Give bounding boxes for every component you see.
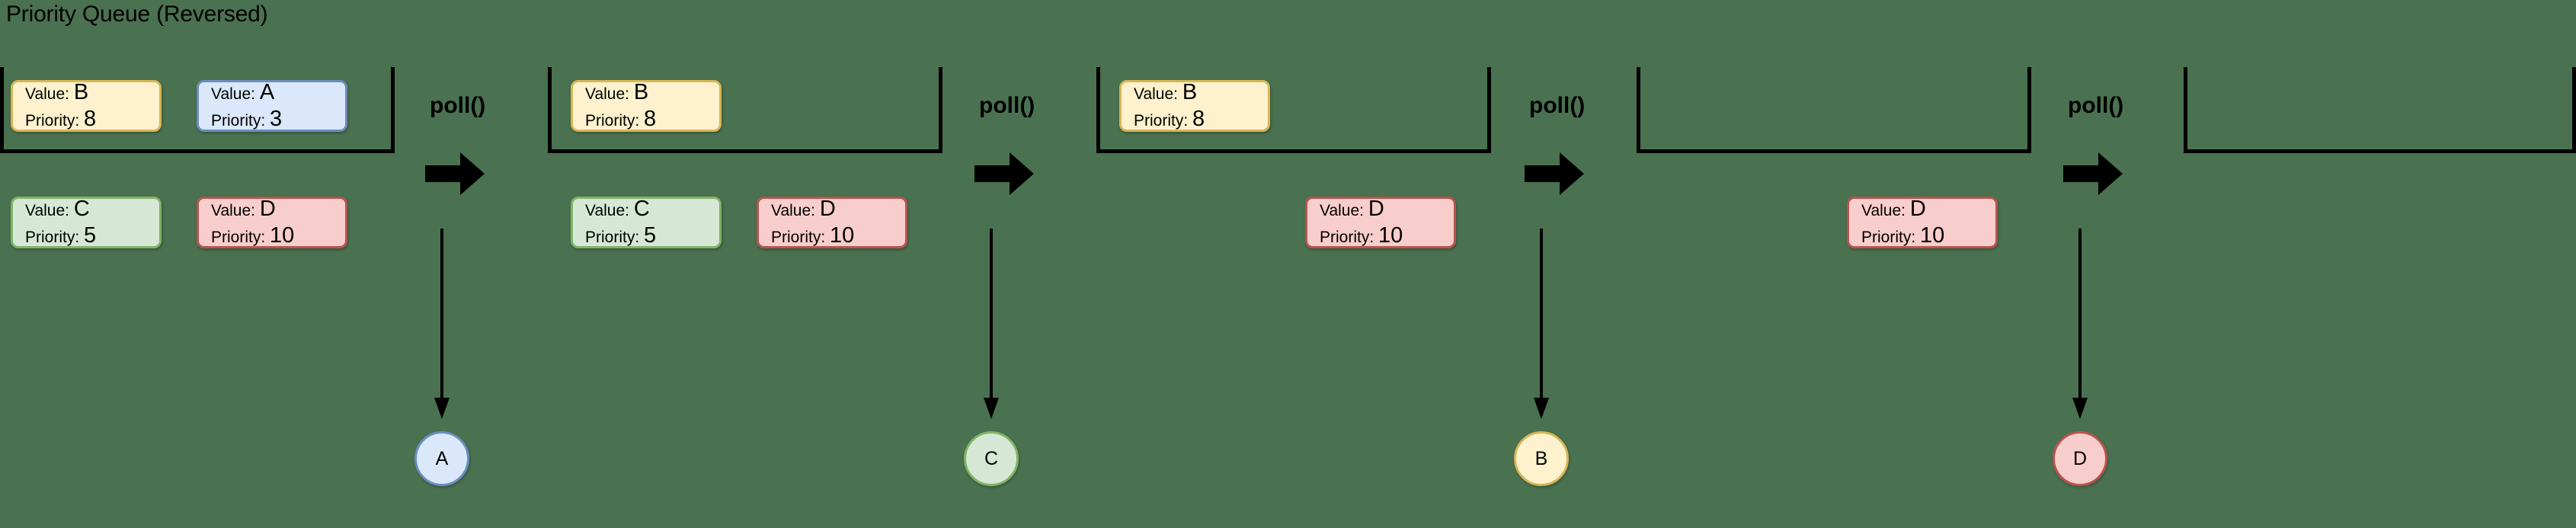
value-label: Value: (1320, 202, 1364, 219)
priority-text: 10 (830, 223, 855, 248)
priority-text: 5 (644, 223, 657, 248)
value-label: Value: (1134, 85, 1178, 103)
circle-label: A (435, 447, 449, 469)
circle-label: C (984, 447, 999, 469)
node-value-line: Value: D (771, 198, 905, 220)
queue-node-d-stage-4[interactable]: Value: D Priority: 10 (1847, 197, 1998, 248)
poll-arrow-down-1 (434, 229, 450, 419)
priority-label: Priority: (25, 112, 80, 130)
priority-text: 8 (1192, 107, 1205, 131)
poll-result-circle-b[interactable]: B (1514, 431, 1569, 486)
poll-result-circle-d[interactable]: D (2053, 431, 2107, 486)
value-text: C (633, 197, 650, 221)
node-priority-line: Priority: 10 (771, 225, 905, 247)
value-label: Value: (211, 202, 255, 219)
value-label: Value: (211, 85, 255, 103)
node-value-line: Value: D (1861, 198, 1995, 220)
value-text: B (1182, 80, 1198, 104)
poll-result-circle-a[interactable]: A (414, 431, 469, 486)
circle-label: B (1534, 447, 1548, 469)
node-value-line: Value: D (1320, 198, 1454, 220)
poll-arrow-right-1 (425, 152, 485, 195)
node-priority-line: Priority: 8 (25, 108, 159, 130)
priority-label: Priority: (585, 112, 640, 130)
value-label: Value: (1861, 202, 1906, 219)
node-value-line: Value: C (585, 198, 719, 220)
value-label: Value: (585, 85, 629, 103)
priority-text: 5 (84, 223, 97, 248)
queue-node-c-stage-1[interactable]: Value: C Priority: 5 (11, 197, 162, 248)
priority-label: Priority: (1320, 229, 1374, 246)
circle-label: D (2072, 447, 2088, 469)
node-value-line: Value: C (25, 198, 159, 220)
value-text: D (1909, 197, 1926, 221)
queue-container-stage-4 (1637, 67, 2031, 153)
node-priority-line: Priority: 8 (585, 108, 719, 130)
priority-text: 3 (270, 107, 283, 131)
queue-container-stage-1 (0, 67, 395, 153)
poll-arrow-down-2 (984, 229, 999, 419)
queue-container-stage-3 (1096, 67, 1491, 153)
queue-container-stage-5 (2184, 67, 2576, 153)
queue-node-d-stage-3[interactable]: Value: D Priority: 10 (1305, 197, 1456, 248)
poll-label-3: poll() (1529, 93, 1586, 118)
node-priority-line: Priority: 5 (585, 225, 719, 247)
value-text: D (819, 197, 836, 221)
priority-text: 8 (84, 107, 97, 131)
queue-node-b-stage-2[interactable]: Value: B Priority: 8 (571, 80, 722, 132)
priority-label: Priority: (1134, 112, 1189, 130)
poll-arrow-down-3 (1534, 229, 1549, 419)
priority-text: 8 (644, 107, 657, 131)
poll-label-4: poll() (2068, 93, 2124, 118)
poll-arrow-right-3 (1525, 152, 1584, 195)
value-text: B (633, 80, 649, 104)
priority-label: Priority: (1861, 229, 1916, 246)
poll-label-1: poll() (430, 93, 486, 118)
node-value-line: Value: D (211, 198, 345, 220)
priority-text: 10 (270, 223, 295, 248)
poll-arrow-right-2 (974, 152, 1034, 195)
queue-node-c-stage-2[interactable]: Value: C Priority: 5 (571, 197, 722, 248)
value-label: Value: (25, 85, 69, 103)
priority-text: 10 (1378, 223, 1403, 248)
value-text: A (259, 80, 275, 104)
value-text: D (259, 197, 276, 221)
node-priority-line: Priority: 10 (1320, 225, 1454, 247)
priority-text: 10 (1920, 223, 1945, 248)
queue-node-a-stage-1[interactable]: Value: A Priority: 3 (197, 80, 347, 132)
queue-node-d-stage-2[interactable]: Value: D Priority: 10 (757, 197, 907, 248)
priority-label: Priority: (211, 112, 266, 130)
priority-label: Priority: (25, 229, 80, 246)
poll-arrow-down-4 (2072, 229, 2088, 419)
node-priority-line: Priority: 5 (25, 225, 159, 247)
queue-container-stage-2 (548, 67, 942, 153)
node-priority-line: Priority: 3 (211, 108, 345, 130)
priority-label: Priority: (585, 229, 640, 246)
priority-label: Priority: (211, 229, 266, 246)
node-priority-line: Priority: 10 (211, 225, 345, 247)
value-text: D (1368, 197, 1384, 221)
page-title: Priority Queue (Reversed) (6, 2, 268, 27)
queue-node-b-stage-1[interactable]: Value: B Priority: 8 (11, 80, 162, 132)
queue-node-b-stage-3[interactable]: Value: B Priority: 8 (1119, 80, 1270, 132)
node-value-line: Value: A (211, 82, 345, 104)
node-value-line: Value: B (585, 82, 719, 104)
queue-node-d-stage-1[interactable]: Value: D Priority: 10 (197, 197, 347, 248)
value-text: B (73, 80, 89, 104)
poll-arrow-right-4 (2063, 152, 2123, 195)
value-label: Value: (771, 202, 815, 219)
poll-label-2: poll() (979, 93, 1035, 118)
value-label: Value: (585, 202, 629, 219)
value-text: C (73, 197, 90, 221)
value-label: Value: (25, 202, 69, 219)
node-priority-line: Priority: 10 (1861, 225, 1995, 247)
node-value-line: Value: B (25, 82, 159, 104)
node-priority-line: Priority: 8 (1134, 108, 1268, 130)
poll-result-circle-c[interactable]: C (964, 431, 1019, 486)
priority-label: Priority: (771, 229, 826, 246)
node-value-line: Value: B (1134, 82, 1268, 104)
